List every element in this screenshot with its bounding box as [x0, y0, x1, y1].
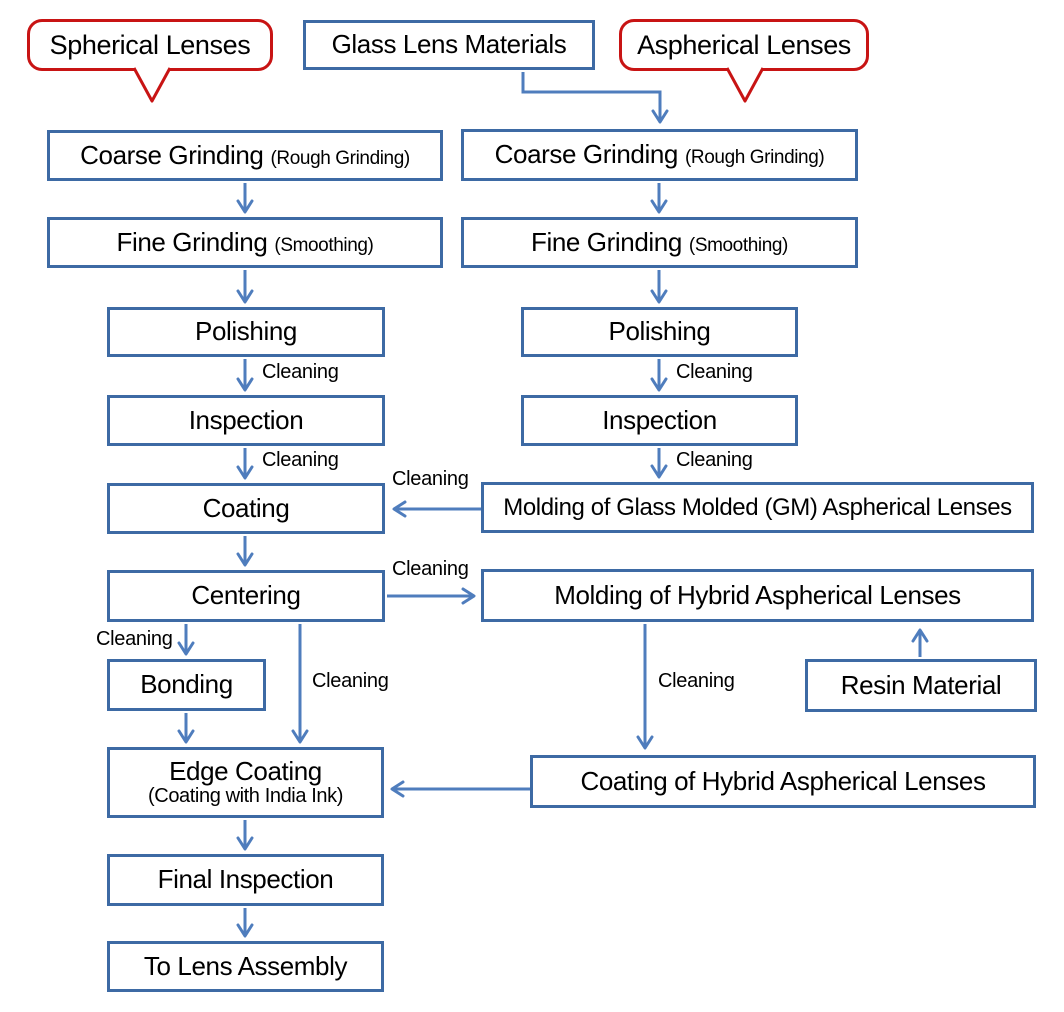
edge-label-cleaning: Cleaning: [392, 558, 469, 580]
node-label: Polishing: [608, 316, 711, 347]
callout-spherical-lenses: Spherical Lenses: [27, 19, 273, 71]
node-left-bonding: Bonding: [107, 659, 266, 711]
node-left-coating: Coating: [107, 483, 385, 534]
edge-label-cleaning: Cleaning: [262, 449, 339, 471]
node-sublabel: (Smoothing): [688, 234, 788, 256]
node-label: Fine Grinding: [116, 226, 268, 257]
node-resin-material: Resin Material: [805, 659, 1037, 712]
node-hybrid-coating: Coating of Hybrid Aspherical Lenses: [530, 755, 1036, 808]
node-sublabel: (Rough Grinding): [684, 147, 825, 169]
node-label: Resin Material: [840, 669, 1002, 700]
node-label: Coarse Grinding: [494, 139, 679, 170]
node-left-polishing: Polishing: [107, 307, 385, 357]
node-label: Centering: [191, 580, 301, 611]
node-right-polishing: Polishing: [521, 307, 798, 357]
node-left-final-inspection: Final Inspection: [107, 854, 384, 906]
edge-label-cleaning: Cleaning: [392, 468, 469, 490]
node-label: To Lens Assembly: [143, 950, 348, 981]
node-label: Edge Coating: [169, 755, 322, 786]
edge-label-cleaning: Cleaning: [676, 361, 753, 383]
node-right-fine-grinding: Fine Grinding (Smoothing): [461, 217, 858, 268]
edge-label-cleaning: Cleaning: [262, 361, 339, 383]
node-right-inspection: Inspection: [521, 395, 798, 446]
node-sublabel: (Rough Grinding): [270, 147, 410, 169]
node-left-inspection: Inspection: [107, 395, 385, 446]
callout-aspherical-label: Aspherical Lenses: [637, 29, 851, 60]
callout-pointer-spherical: [132, 67, 172, 103]
node-sublabel: (Smoothing): [274, 234, 374, 256]
node-left-to-lens-assembly: To Lens Assembly: [107, 941, 384, 992]
node-left-centering: Centering: [107, 570, 385, 622]
node-left-edge-coating: Edge Coating (Coating with India Ink): [107, 747, 384, 818]
callout-aspherical-lenses: Aspherical Lenses: [619, 19, 869, 71]
node-label: Final Inspection: [157, 864, 334, 895]
edge-label-cleaning: Cleaning: [96, 628, 173, 650]
node-label: Molding of Hybrid Aspherical Lenses: [554, 579, 961, 610]
callout-spherical-label: Spherical Lenses: [49, 29, 251, 60]
node-label: Polishing: [195, 316, 297, 347]
node-sublabel: (Coating with India Ink): [148, 785, 343, 808]
node-label: Coating: [202, 492, 290, 523]
node-hybrid-molding: Molding of Hybrid Aspherical Lenses: [481, 569, 1034, 622]
node-label: Coarse Grinding: [80, 139, 264, 170]
edge-label-cleaning: Cleaning: [658, 670, 735, 692]
node-left-coarse-grinding: Coarse Grinding (Rough Grinding): [47, 130, 443, 181]
node-glass-lens-materials: Glass Lens Materials: [303, 20, 595, 70]
arrow-glass-to-right-coarse: [521, 72, 669, 124]
node-label: Coating of Hybrid Aspherical Lenses: [580, 765, 986, 796]
callout-pointer-aspherical: [725, 67, 765, 103]
node-right-coarse-grinding: Coarse Grinding(Rough Grinding): [461, 129, 858, 181]
node-label: Inspection: [602, 404, 717, 435]
node-gm-molding: Molding of Glass Molded (GM) Aspherical …: [481, 482, 1034, 533]
node-left-fine-grinding: Fine Grinding (Smoothing): [47, 217, 443, 268]
node-label: Molding of Glass Molded (GM) Aspherical …: [503, 493, 1012, 521]
node-label: Fine Grinding: [531, 226, 682, 257]
node-label: Glass Lens Materials: [331, 29, 567, 60]
node-label: Bonding: [140, 669, 233, 700]
edge-label-cleaning: Cleaning: [312, 670, 389, 692]
edge-label-cleaning: Cleaning: [676, 449, 753, 471]
node-label: Inspection: [188, 404, 304, 435]
